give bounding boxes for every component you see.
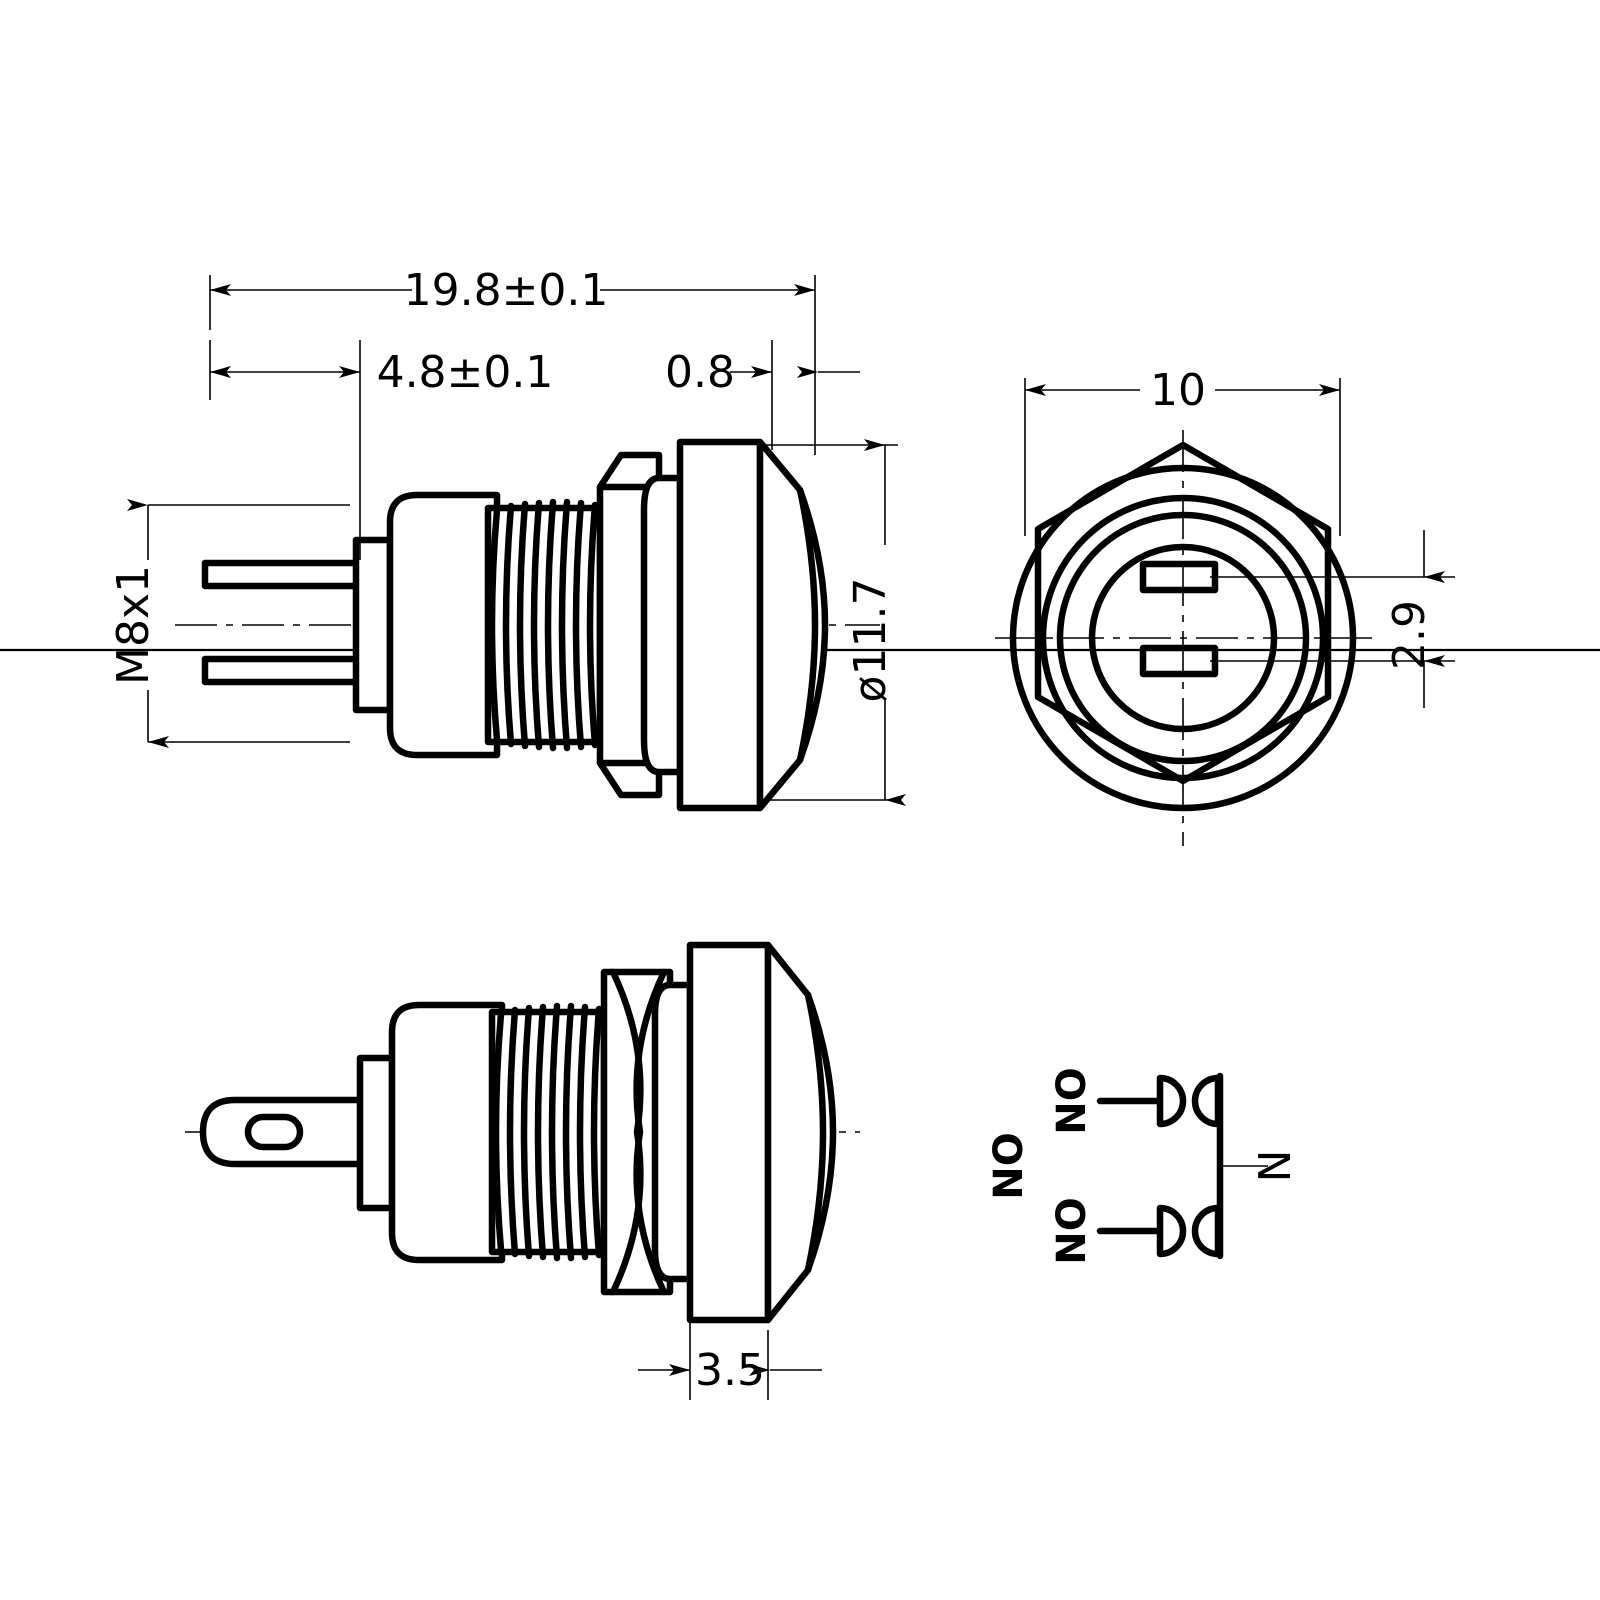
switch-body	[386, 491, 501, 759]
bottom-thread-crests	[492, 1002, 603, 1262]
dimension-overall-length: 19.8±0.1	[209, 265, 816, 455]
schematic-terminal-lower-left	[1156, 1204, 1187, 1258]
dim-thread-spec-label: M8x1	[108, 565, 159, 685]
dimension-head-diameter: ø11.7	[760, 439, 906, 806]
schematic-label-no-group: NO	[986, 1132, 1032, 1199]
bottom-cap-dome-inner-edge	[804, 991, 827, 1274]
dimension-across-flats: 10	[1024, 365, 1341, 536]
dimension-terminal-length: 4.8±0.1	[209, 340, 554, 560]
front-terminal-slot-upper	[1139, 560, 1219, 594]
dim-nut-thickness-label: 3.5	[695, 1345, 765, 1396]
thread-crests	[488, 498, 599, 752]
schematic-label-common: N	[1250, 1150, 1301, 1183]
dim-terminal-pitch-label: 2.9	[1384, 600, 1435, 670]
blade-terminal-hole	[244, 1113, 304, 1151]
dimension-thread-spec: M8x1	[108, 499, 350, 748]
dim-head-diameter-label: ø11.7	[845, 578, 896, 703]
dim-overall-length-label: 19.8±0.1	[404, 265, 609, 316]
dimension-nut-thickness: 3.5	[638, 1320, 822, 1400]
side-view-top: 19.8±0.1 4.8±0.1 0.8 M8x1	[108, 265, 906, 812]
front-view: 10 2.9	[995, 365, 1455, 846]
dimension-terminal-pitch: 2.9	[1210, 530, 1455, 708]
cap-collar	[676, 438, 764, 812]
terminal-blade-lower	[201, 655, 364, 686]
schematic-label-no-lower: NO	[1049, 1197, 1095, 1264]
schematic-terminal-upper-right	[1191, 1074, 1222, 1128]
side-view-bottom: 3.5	[185, 941, 860, 1400]
front-terminal-slot-lower	[1139, 644, 1219, 678]
bottom-hex-nut-arc-right	[633, 968, 668, 1296]
bottom-cap-collar	[686, 941, 772, 1324]
bottom-washer	[651, 981, 694, 1283]
schematic-terminal-upper-left	[1156, 1074, 1187, 1128]
dim-terminal-length-label: 4.8±0.1	[377, 347, 554, 398]
dim-cap-step-label: 0.8	[665, 347, 735, 398]
terminal-base-collar	[352, 536, 394, 714]
schematic-terminal-lower-right	[1191, 1204, 1222, 1258]
terminal-blade-upper	[201, 559, 364, 590]
bottom-switch-body	[388, 1001, 506, 1264]
wiring-schematic: NO NO NO N	[986, 1067, 1301, 1264]
washer	[640, 474, 684, 776]
dim-across-flats-label: 10	[1150, 365, 1206, 416]
schematic-label-no-upper: NO	[1049, 1067, 1095, 1134]
cap-dome-inner-edge	[796, 486, 819, 764]
bottom-base-collar	[356, 1054, 396, 1212]
dimension-cap-step: 0.8	[665, 340, 860, 450]
